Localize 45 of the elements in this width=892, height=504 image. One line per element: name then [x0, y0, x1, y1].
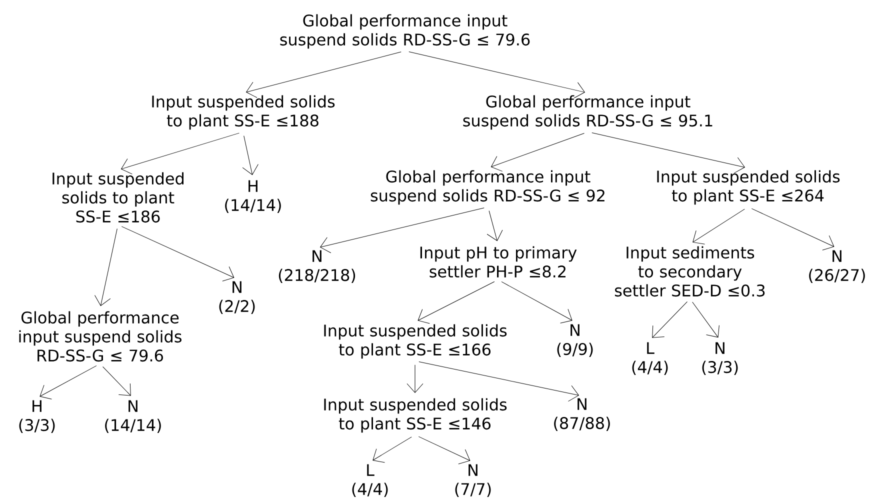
decision-label: Global performance input suspend solids RD-SS-G ≤ 95.1	[463, 95, 712, 130]
arrow	[406, 364, 424, 393]
leaf-label: N (7/7)	[455, 464, 491, 497]
leaf-label: N (26/27)	[809, 250, 865, 283]
arrow	[418, 361, 579, 402]
arrow	[102, 366, 131, 396]
decision-label: Input suspended solids to plant SS-E ≤186	[52, 172, 184, 223]
decision-label: Global performance input suspend solids RD-SS-G ≤ 79.6	[19, 311, 182, 362]
decision-label: Input suspended solids to plant SS-E ≤166	[324, 324, 507, 359]
decision-label: Input suspended solids to plant SS-E ≤188	[152, 95, 335, 130]
decision-label: Input sediments to secondary settler SED-D ≤0.3	[614, 246, 765, 297]
arrow	[408, 52, 585, 98]
arrow	[592, 132, 745, 174]
leaf-label: H (14/14)	[225, 180, 281, 213]
decision-label: Input pH to primary settler PH-P ≤8.2	[420, 246, 577, 278]
arrow	[120, 132, 240, 174]
leaf-label: L (4/4)	[632, 342, 668, 375]
arrow	[490, 133, 584, 172]
arrow	[692, 208, 745, 244]
leaf-label: N (9/9)	[557, 324, 593, 357]
arrow	[692, 302, 720, 338]
leaf-label: N (3/3)	[702, 342, 738, 375]
leaf-label: N (14/14)	[105, 400, 161, 433]
leaf-label: L (4/4)	[352, 464, 388, 497]
arrow	[372, 436, 412, 463]
decision-label: Global performance input suspend solids RD-SS-G ≤ 79.6	[280, 14, 530, 49]
decision-label: Input suspended solids to plant SS-E ≤264	[657, 170, 840, 205]
arrow	[40, 365, 97, 400]
decision-label: Input suspended solids to plant SS-E ≤146	[324, 398, 507, 433]
arrow	[320, 208, 484, 254]
leaf-label: N (2/2)	[219, 281, 255, 314]
arrow	[751, 208, 834, 250]
arrow	[486, 210, 503, 241]
arrow	[418, 436, 470, 464]
arrow	[242, 136, 258, 175]
leaf-label: N (87/88)	[554, 398, 610, 431]
arrow	[418, 281, 495, 324]
arrow	[121, 226, 234, 282]
arrow	[652, 301, 688, 338]
arrow	[246, 52, 402, 98]
leaf-label: N (218/218)	[278, 250, 356, 283]
arrow	[501, 281, 572, 324]
leaf-label: H (3/3)	[19, 400, 55, 433]
decision-label: Global performance input suspend solids RD-SS-G ≤ 92	[370, 170, 604, 205]
arrow	[94, 228, 118, 306]
